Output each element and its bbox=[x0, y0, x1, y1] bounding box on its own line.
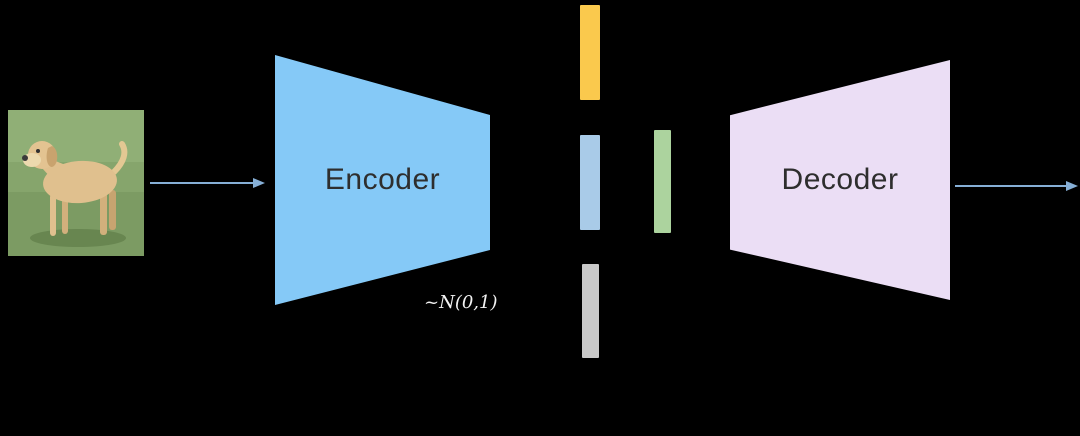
output-arrow bbox=[955, 181, 1078, 191]
latent-bar-blue bbox=[580, 135, 600, 230]
encoder-label: Encoder bbox=[324, 163, 441, 196]
decoder-label: Decoder bbox=[781, 163, 899, 196]
latent-bar-gray bbox=[582, 264, 599, 358]
latent-bar-green bbox=[654, 130, 671, 233]
encoder-block: Encoder bbox=[275, 55, 490, 305]
input-arrow bbox=[150, 178, 265, 188]
noise-distribution-label: ~N(0,1) bbox=[424, 292, 498, 313]
dog-photo bbox=[8, 110, 144, 256]
latent-bar-yellow bbox=[580, 5, 600, 100]
decoder-block: Decoder bbox=[730, 60, 950, 300]
